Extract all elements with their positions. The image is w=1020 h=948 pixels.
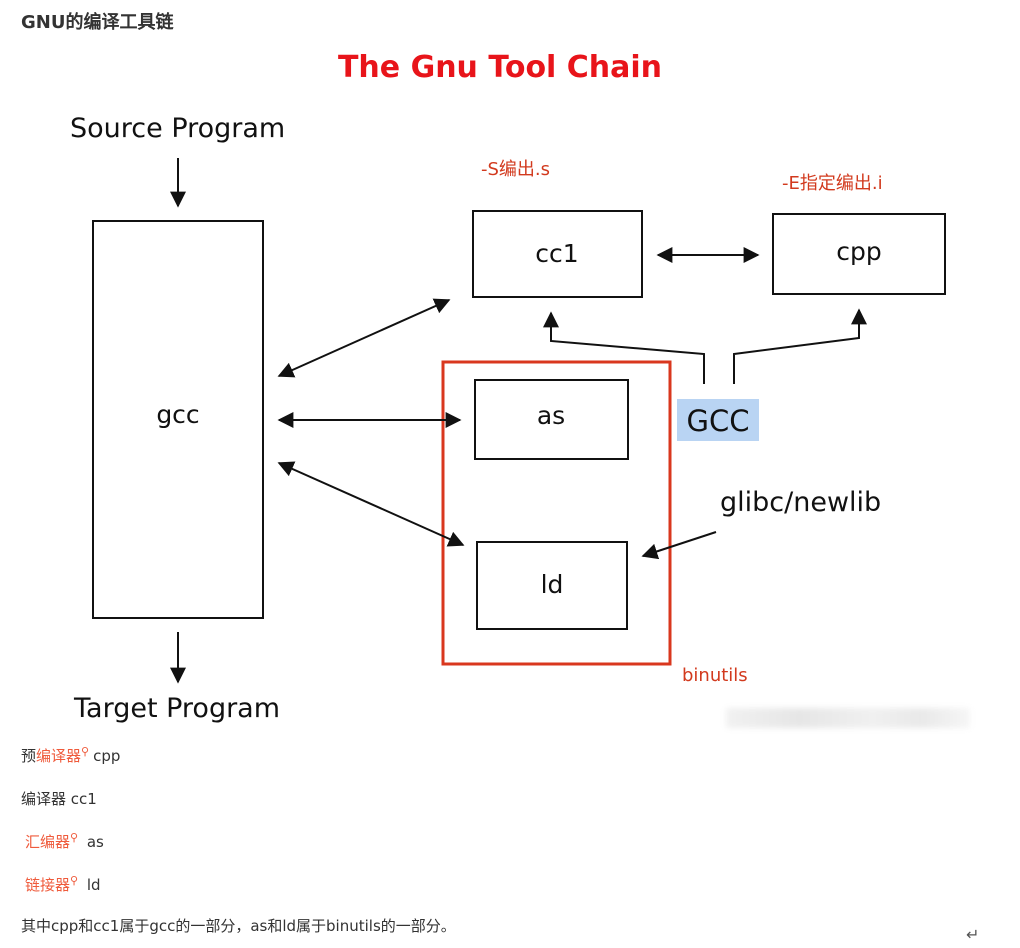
gcc-box (92, 220, 264, 619)
ld-box (476, 541, 628, 630)
gcc-cc1-arrow (277, 298, 451, 378)
as-box (474, 379, 629, 460)
line-prefix: 预 (21, 747, 37, 765)
line-suffix: as (82, 833, 104, 851)
gnu-toolchain-diagram: The Gnu Tool Chain Source Program gcc Ta… (70, 50, 946, 724)
target-program-label: Target Program (73, 693, 280, 724)
as-box-label: as (537, 401, 565, 430)
e-option-note: -E指定编出.i (782, 173, 883, 194)
line-compiler: 编译器 cc1 (21, 788, 97, 809)
line-suffix: ld (82, 876, 101, 894)
blurred-watermark (726, 708, 970, 728)
line-preprocessor: 预编译器⚲cpp (21, 745, 120, 766)
link-preprocessor[interactable]: 编译器 (36, 747, 82, 765)
binutils-label: binutils (682, 665, 748, 686)
glibc-ld-arrow (641, 531, 717, 560)
s-option-note: -S编出.s (481, 159, 550, 180)
magnifier-icon[interactable]: ⚲ (70, 874, 79, 887)
link-linker[interactable]: 链接器 (25, 876, 71, 894)
source-program-label: Source Program (70, 113, 285, 144)
page-heading: GNU的编译工具链 (21, 12, 174, 33)
line-linker: 链接器⚲ ld (25, 874, 101, 895)
diagram-title: The Gnu Tool Chain (338, 50, 662, 85)
gcc-box-label: gcc (156, 400, 199, 429)
gcc-group-label: GCC (687, 404, 750, 438)
line-suffix: cpp (93, 747, 121, 765)
glibc-newlib-label: glibc/newlib (720, 487, 881, 518)
return-icon: ↵ (966, 925, 980, 944)
cpp-box-label: cpp (836, 237, 881, 266)
cc1-box (472, 210, 643, 298)
ld-box-label: ld (541, 570, 564, 599)
gcc-to-cc1-arrow (543, 311, 705, 384)
gcc-group-highlight (677, 399, 759, 441)
cpp-box (772, 213, 946, 295)
line-assembler: 汇编器⚲ as (25, 831, 104, 852)
magnifier-icon[interactable]: ⚲ (70, 831, 79, 844)
line-text-compiler: 编译器 cc1 (21, 790, 97, 808)
summary-text: 其中cpp和cc1属于gcc的一部分，as和ld属于binutils的一部分。 (21, 917, 456, 935)
gcc-ld-arrow (277, 461, 465, 547)
magnifier-icon[interactable]: ⚲ (81, 745, 90, 758)
link-assembler[interactable]: 汇编器 (25, 833, 71, 851)
cc1-box-label: cc1 (535, 239, 578, 268)
gcc-to-cpp-arrow (733, 308, 867, 384)
